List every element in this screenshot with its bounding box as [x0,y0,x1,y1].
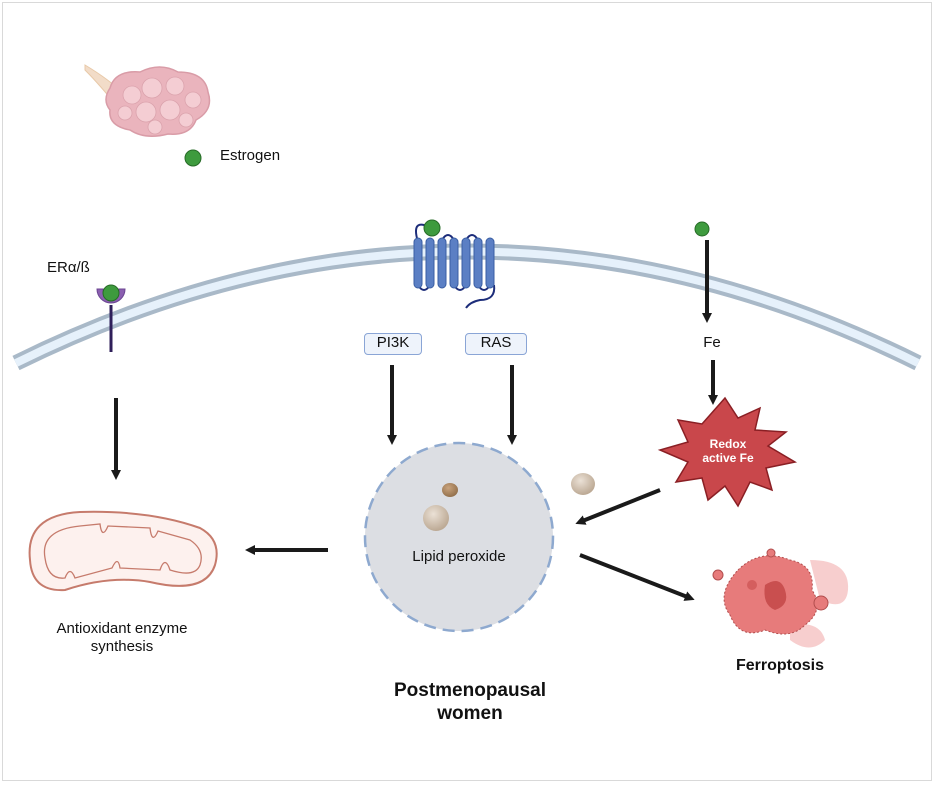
redox-active-fe-label: Redox active Fe [702,437,753,465]
lipid-droplet-icon [442,483,458,497]
figure-title: Postmenopausal women [394,679,546,725]
redox-label-line2: active Fe [702,451,754,465]
lipid-droplet-icon [571,473,595,495]
antioxidant-label-line1: Antioxidant enzyme [56,620,188,637]
estrogen-legend-icon [184,149,202,167]
lipid-peroxide-cell [363,441,555,633]
redox-active-fe-star [657,396,798,508]
antioxidant-label-line2: synthesis [90,638,154,655]
er-receptor-icon [96,284,126,352]
ferroptosis-label: Ferroptosis [735,657,825,674]
lipid-peroxide-label: Lipid peroxide [412,548,506,565]
pi3k-badge: PI3K [364,333,422,355]
ras-badge: RAS [465,333,527,355]
estrogen-entering-icon [694,221,710,237]
ferroptosis-cell-icon [712,548,849,648]
fe-label: Fe [703,334,721,351]
title-line1: Postmenopausal [393,680,547,701]
lipid-droplet-icon [423,505,449,531]
estrogen-bound-icon [423,219,441,237]
redox-label-line1: Redox [709,437,747,451]
antioxidant-label: Antioxidant enzyme synthesis [57,620,188,656]
estrogen-legend-label: Estrogen [220,147,281,164]
mitochondrion-icon [28,510,218,592]
title-line2: women [437,703,503,724]
gpcr-receptor-icon [413,219,496,309]
estrogen-bound-icon [102,284,120,302]
er-receptor-label: ERα/ß [47,259,90,276]
ovary-icon [84,64,211,137]
arrow-redox-to-lipid [575,488,661,525]
arrow-lipid-to-ferroptosis [579,553,695,601]
